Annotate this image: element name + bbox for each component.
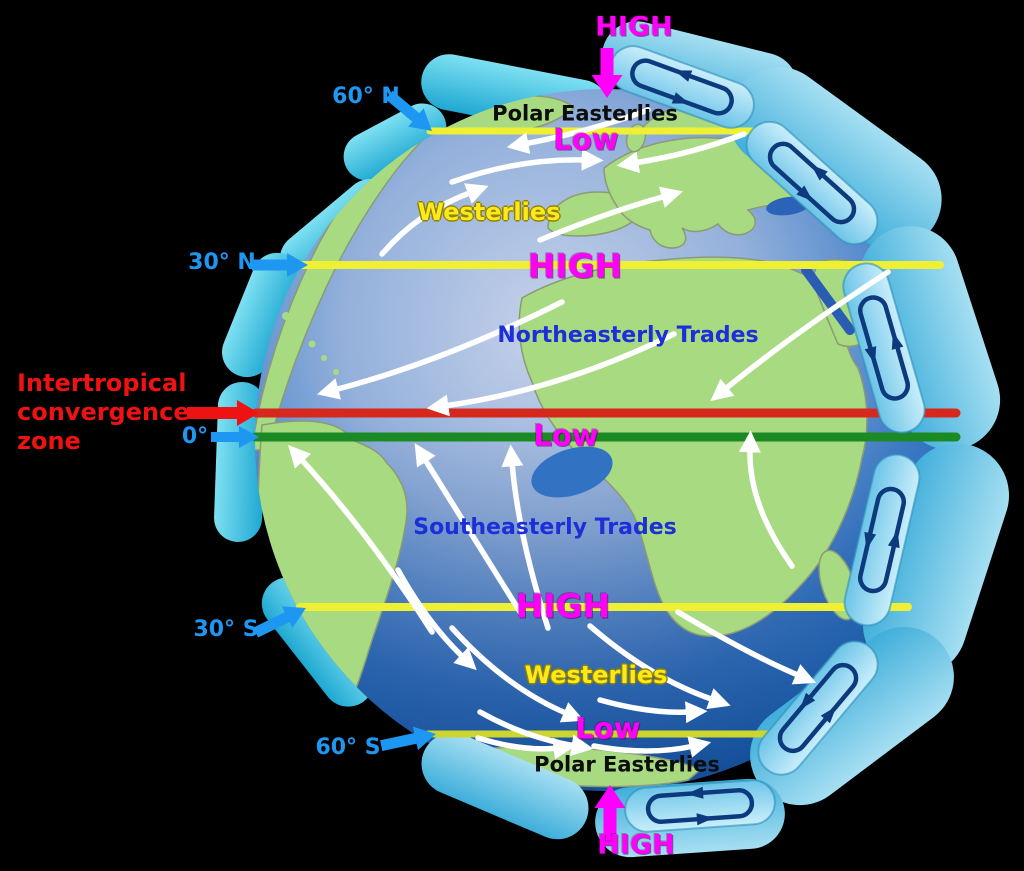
wind-arrow-westerly-north: [537, 186, 683, 243]
wind-arrow-westerly-south: [449, 625, 585, 723]
wind-arrow-westerly-south: [675, 609, 817, 685]
surface-wind-arrows: [288, 107, 891, 760]
wind-arrow-southeast-trade: [414, 443, 525, 618]
latitude-30n-label: 30° N: [188, 250, 256, 275]
label-arrow-60n: [385, 90, 432, 131]
wind-arrow-polar-easterly-north: [506, 107, 651, 155]
label-arrow-30n: [252, 253, 308, 277]
westerlies-south-label: Westerlies: [524, 661, 668, 689]
wind-arrow-westerly-north: [379, 183, 489, 257]
polar-easterlies-south-label: Polar Easterlies: [534, 752, 720, 777]
wind-arrow-westerly-south: [395, 567, 477, 671]
polar-cell-south: [624, 779, 776, 833]
sea-red-sea: [801, 265, 855, 335]
itcz-label-line1: Intertropical: [17, 369, 187, 397]
subtropical-high-south-label: HIGH: [515, 586, 611, 626]
wind-arrow-southeast-trade: [288, 445, 435, 635]
subpolar-low-north-label: Low: [553, 122, 619, 157]
itcz-label-line2: convergence: [17, 398, 190, 426]
subtropical-high-north-label: HIGH: [527, 246, 623, 286]
hadley-cell-north: [842, 262, 926, 434]
equatorial-low-label: Low: [533, 418, 599, 453]
wind-arrow-westerly-north: [449, 148, 604, 185]
latitude-30s-label: 30° S: [193, 617, 259, 642]
itcz-label-line3: zone: [17, 427, 81, 455]
wind-arrow-polar-easterly-north: [616, 131, 747, 174]
wind-arrow-southeast-trade: [738, 430, 795, 569]
latitude-60n-label: 60° N: [332, 84, 400, 109]
southeasterly-trades-label: Southeasterly Trades: [413, 515, 677, 540]
westerlies-north-label: Westerlies: [417, 198, 561, 226]
hadley-cell-south: [843, 453, 921, 627]
ferrel-cell-north: [745, 120, 879, 246]
subpolar-low-south-label: Low: [575, 711, 641, 746]
label-arrow-equator: [211, 426, 259, 448]
wind-arrow-westerly-south: [587, 623, 731, 709]
wind-arrow-southeast-trade: [501, 444, 551, 631]
high-pressure-arrow-north: [591, 48, 623, 98]
label-arrows: [187, 48, 626, 843]
wind-arrow-polar-easterly-south: [591, 736, 712, 758]
gulf-of-guinea: [531, 446, 613, 498]
wind-arrow-northeast-trade: [710, 269, 891, 402]
label-arrow-60s: [380, 726, 436, 752]
wind-arrow-northeast-trade: [316, 299, 565, 400]
high-pressure-arrow-south: [594, 785, 626, 843]
islands-bahamas: [282, 312, 339, 375]
wind-arrow-westerly-south: [597, 697, 708, 724]
northeasterly-trades-label: Northeasterly Trades: [497, 323, 759, 348]
circulation-cells: [609, 45, 926, 833]
equator-label: 0°: [181, 424, 209, 449]
latitude-lines: [250, 127, 961, 738]
ferrel-cell-south: [757, 640, 879, 776]
polar-high-south-label: HIGH: [597, 829, 675, 861]
polar-high-north-label: HIGH: [595, 11, 673, 43]
latitude-60s-label: 60° S: [315, 735, 381, 760]
polar-easterlies-north-label: Polar Easterlies: [492, 101, 678, 126]
label-arrow-30s: [253, 606, 306, 638]
itcz-arrow: [187, 400, 259, 426]
wind-arrow-polar-easterly-south: [475, 735, 576, 760]
wind-arrow-northeast-trade: [426, 331, 677, 417]
